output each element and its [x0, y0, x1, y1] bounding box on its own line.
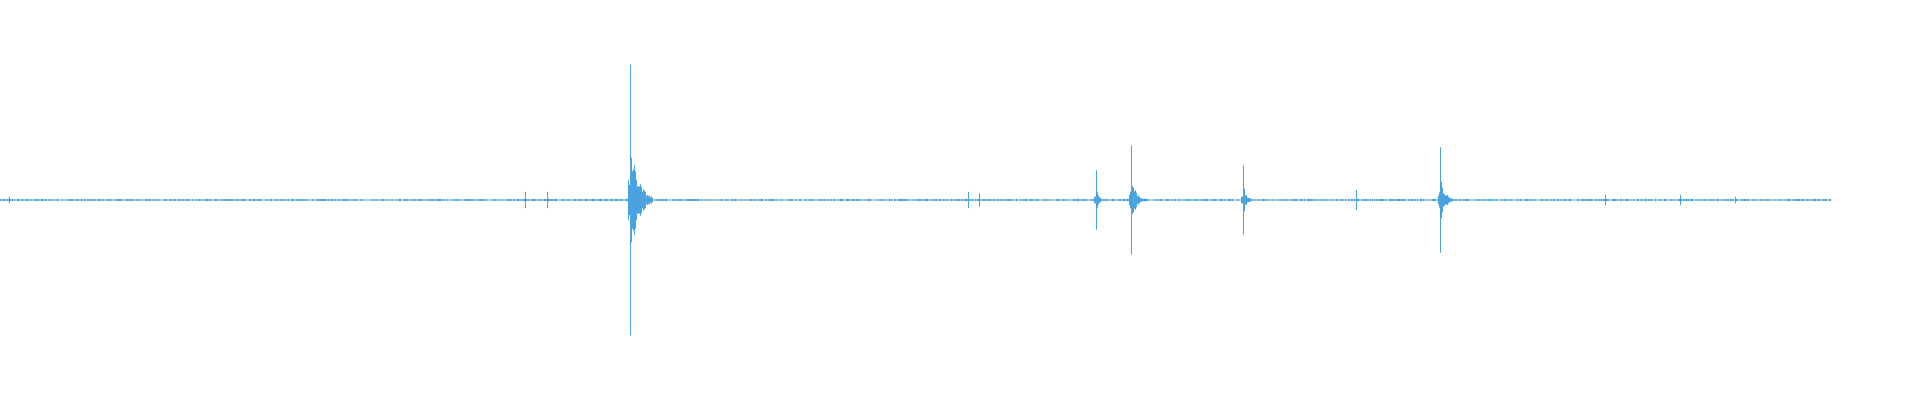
waveform-spike-6	[966, 191, 971, 209]
waveform-spike-9	[1129, 145, 1145, 255]
waveform-spike-11	[1354, 190, 1360, 210]
waveform-spike-2	[523, 191, 528, 209]
waveform-spike-3	[545, 191, 550, 209]
waveform-spike-8	[1094, 170, 1104, 230]
waveform-spike-12	[1438, 147, 1454, 253]
waveform-spike-1	[7, 196, 11, 204]
waveform-series	[0, 64, 1831, 336]
waveform-spike-10	[1241, 165, 1252, 235]
waveform-spike-14	[1678, 195, 1682, 205]
waveform-spike-5	[642, 191, 647, 209]
waveform-spike-4	[628, 64, 653, 336]
waveform-spike-7	[977, 193, 982, 207]
waveform-spike-15	[1733, 196, 1737, 204]
waveform-spike-13	[1603, 195, 1608, 205]
